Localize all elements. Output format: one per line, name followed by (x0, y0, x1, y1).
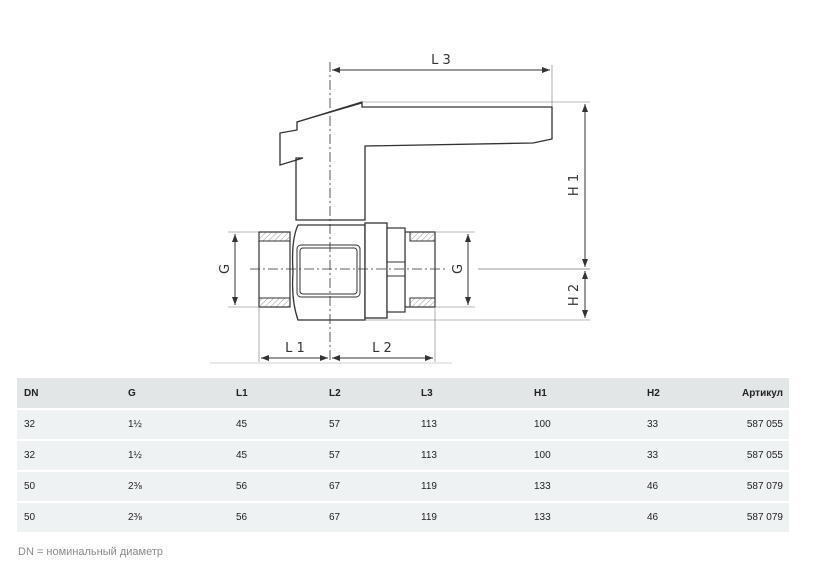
table-cell: 113 (414, 439, 527, 471)
g-right-label: G (451, 264, 466, 274)
table-cell: 100 (527, 439, 640, 471)
valve-body (291, 224, 366, 321)
table-cell: 45 (229, 439, 322, 471)
table-cell: 67 (322, 501, 414, 532)
l3-label: L 3 (431, 53, 451, 68)
g-left-label: G (218, 264, 233, 274)
col-dn: DN (17, 378, 121, 409)
table-cell: 1½ (121, 439, 229, 471)
col-g: G (121, 378, 229, 409)
table-cell: 32 (17, 439, 121, 471)
col-l2: L2 (322, 378, 414, 409)
table-cell: 33 (640, 439, 720, 471)
table-cell: 133 (527, 470, 640, 502)
table-cell: 50 (17, 470, 121, 502)
l1-label: L 1 (285, 341, 305, 356)
footnote: DN = номинальный диаметр (18, 546, 163, 558)
table-cell: 45 (229, 408, 322, 440)
col-l3: L3 (414, 378, 527, 409)
table-cell: 587 055 (720, 408, 789, 440)
table-cell: 57 (322, 439, 414, 471)
table-cell: 67 (322, 470, 414, 502)
col-article: Артикул (720, 378, 789, 409)
table-cell: 119 (414, 501, 527, 532)
l2-label: L 2 (372, 341, 392, 356)
col-h1: H1 (527, 378, 640, 409)
table-header-row: DN G L1 L2 L3 H1 H2 Артикул (17, 378, 789, 409)
table-cell: 50 (17, 501, 121, 532)
table-cell: 587 055 (720, 439, 789, 471)
table-cell: 46 (640, 501, 720, 532)
table-cell: 2⅜ (121, 470, 229, 502)
table-cell: 587 079 (720, 501, 789, 532)
table-cell: 33 (640, 408, 720, 440)
table-cell: 133 (527, 501, 640, 532)
valve-handle (279, 101, 553, 221)
table-cell: 2⅜ (121, 501, 229, 532)
table-cell: 119 (414, 470, 527, 502)
table-cell: 113 (414, 408, 527, 440)
col-h2: H2 (640, 378, 720, 409)
table-cell: 32 (17, 408, 121, 440)
col-l1: L1 (229, 378, 322, 409)
table-cell: 57 (322, 408, 414, 440)
table-cell: 587 079 (720, 470, 789, 502)
h1-label: H 1 (567, 174, 582, 196)
table-cell: 100 (527, 408, 640, 440)
table-cell: 56 (229, 501, 322, 532)
table-cell: 1½ (121, 408, 229, 440)
table-cell: 46 (640, 470, 720, 502)
table-cell: 56 (229, 470, 322, 502)
valve-dimension-drawing: L 3 L 1 L 2 H 1 H 2 G G (210, 53, 590, 364)
h2-label: H 2 (567, 284, 582, 306)
